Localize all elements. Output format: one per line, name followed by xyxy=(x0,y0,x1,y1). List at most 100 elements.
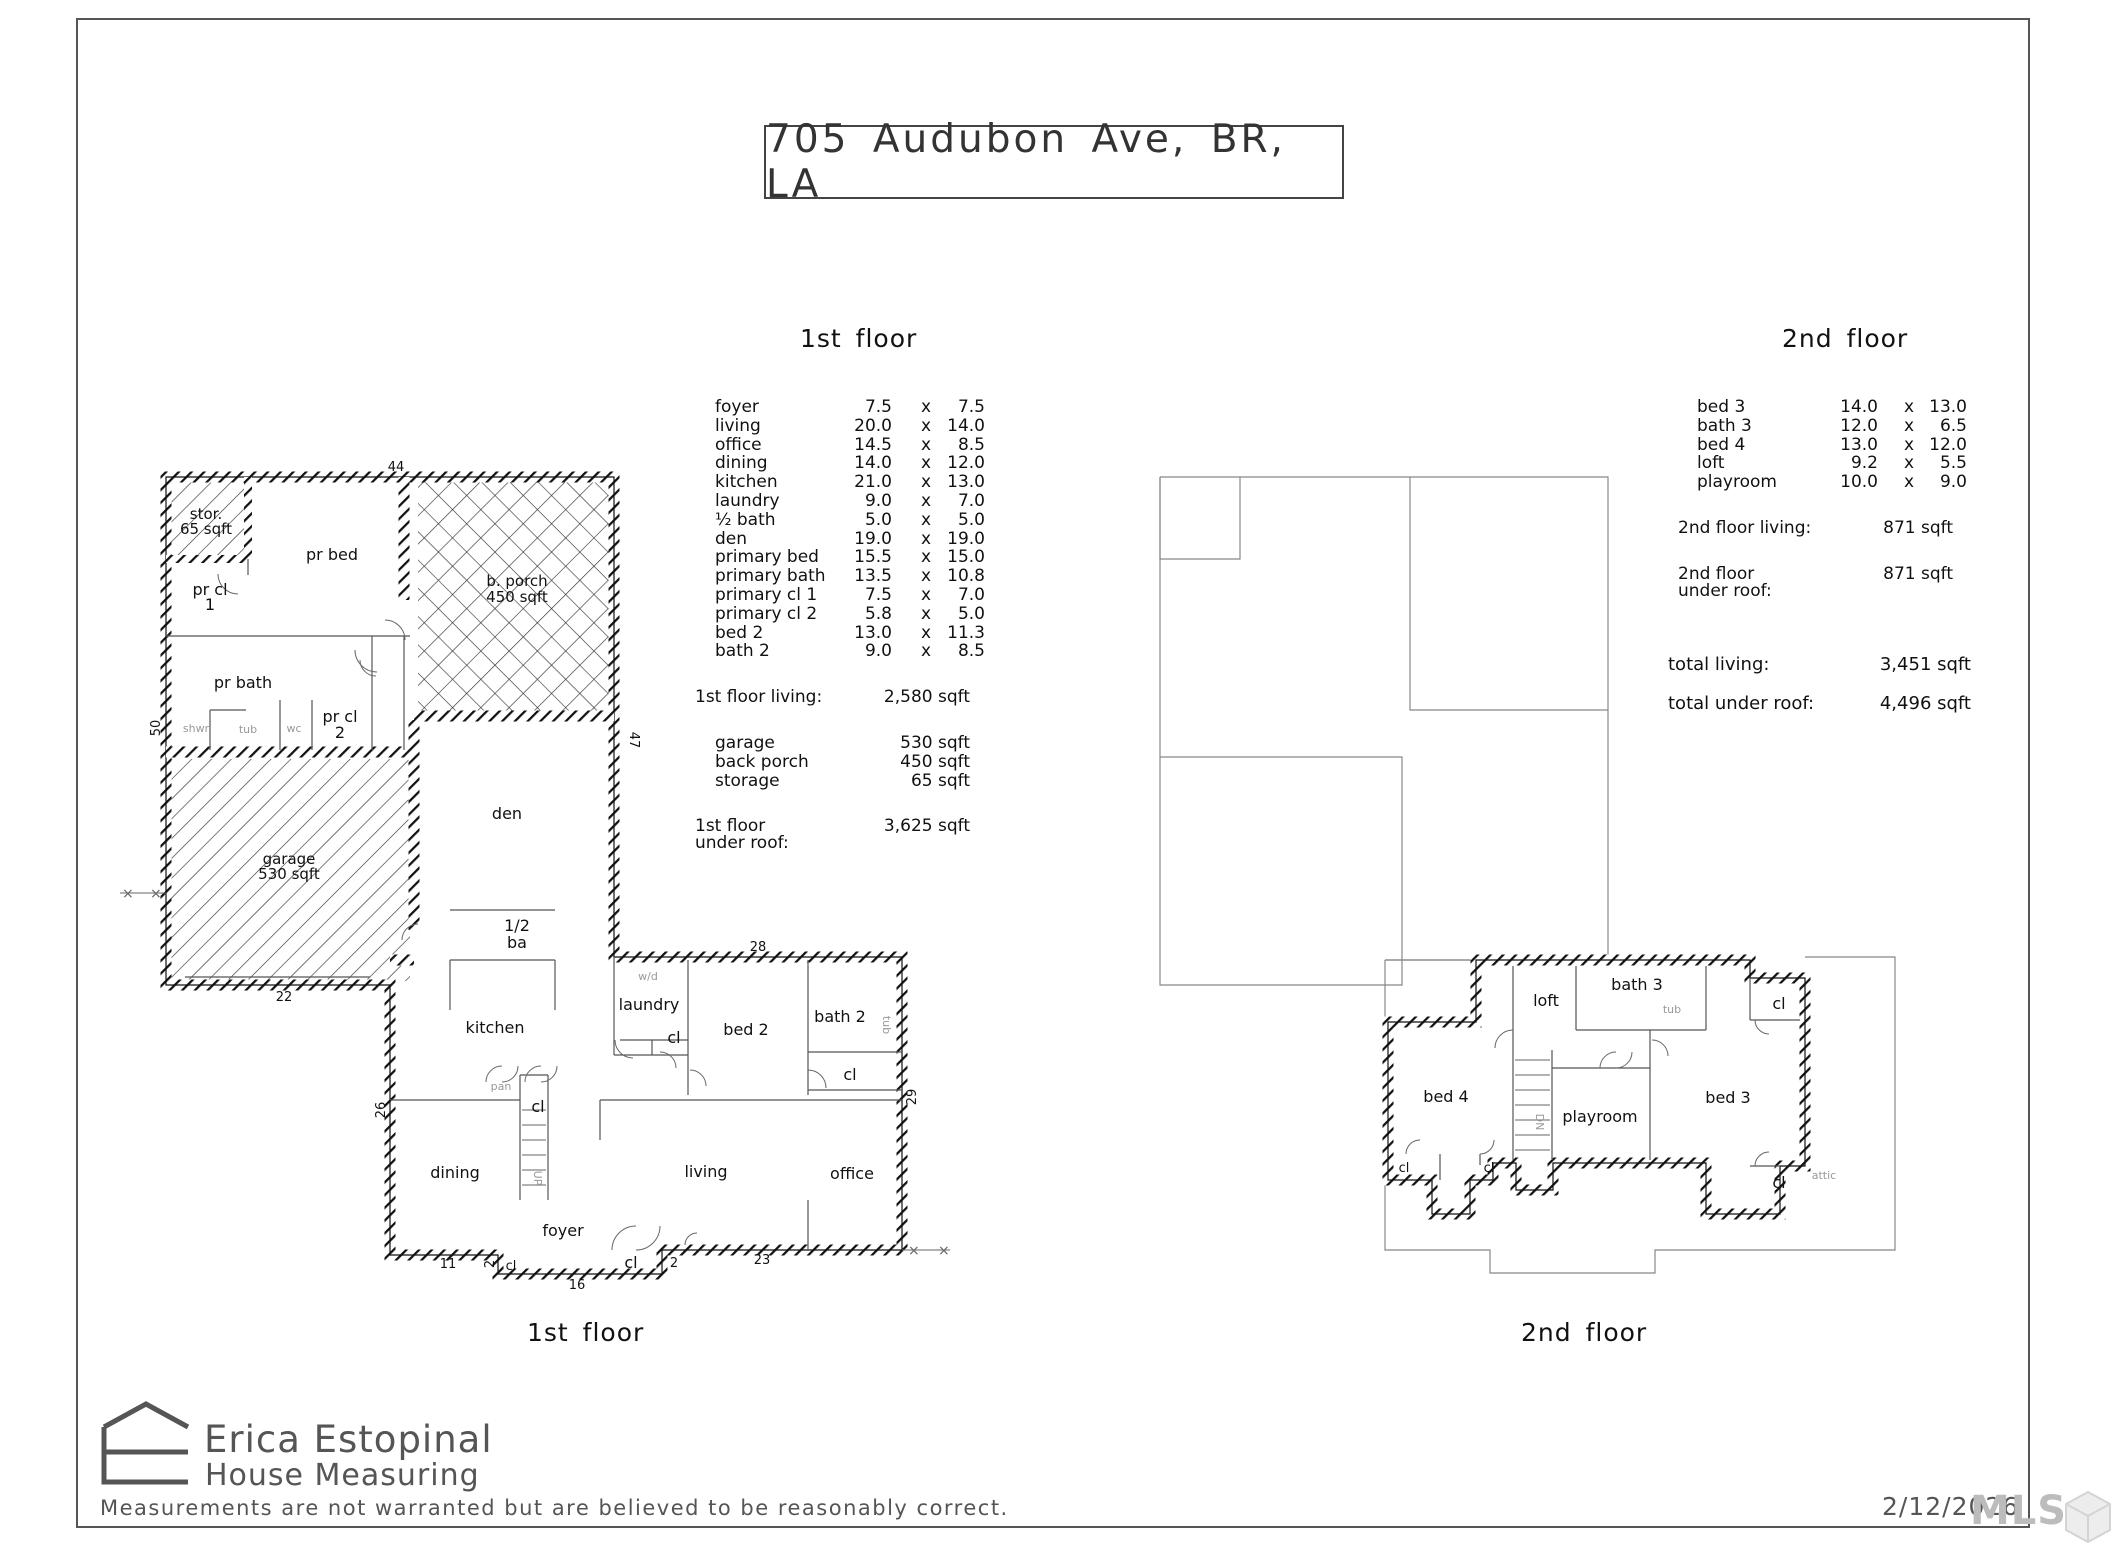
storage-hatch xyxy=(170,481,246,559)
svg-text:×: × xyxy=(908,1243,920,1259)
bath-3-label: bath 3 xyxy=(1611,975,1663,994)
mls-watermark-cube-icon xyxy=(2065,1490,2111,1544)
second-floor-room-length: 6.5 xyxy=(1939,415,1967,436)
total-living-value: 3,451 sqft xyxy=(1879,654,1971,675)
first-floor-room-length: 7.0 xyxy=(957,490,985,511)
first-floor-room-times-sign: x xyxy=(921,641,932,662)
first-floor-living-value: 2,580 sqft xyxy=(883,687,970,707)
second-floor-room-name: playroom xyxy=(1697,472,1777,493)
total-living-summary: total living: 3,451 sqft xyxy=(1668,654,1971,676)
first-floor-room-length: 15.0 xyxy=(947,547,985,568)
first-floor-room-length: 8.5 xyxy=(957,434,985,455)
first-floor-room-width: 20.0 xyxy=(854,415,892,436)
first-floor-room-name: laundry xyxy=(715,490,780,511)
second-floor-room-length: 5.5 xyxy=(1939,453,1967,474)
first-floor-under-roof-label-1: 1st floor xyxy=(695,816,766,836)
first-floor-room-times-sign: x xyxy=(921,509,932,530)
dimension-2-right: 2 xyxy=(670,1256,678,1271)
second-floor-room-width: 9.2 xyxy=(1850,453,1878,474)
bed-4-closet-1-label: cl xyxy=(1399,1161,1410,1176)
svg-text:×: × xyxy=(938,1243,950,1259)
second-floor-room-name: bed 4 xyxy=(1697,434,1746,455)
mls-watermark: MLS xyxy=(1970,1488,2068,1534)
second-floor-room-width: 13.0 xyxy=(1840,434,1878,455)
first-floor-room-name: bath 2 xyxy=(715,641,770,662)
first-floor-room-times-sign: x xyxy=(921,472,932,493)
loft-label: loft xyxy=(1533,991,1559,1010)
first-floor-room-times-sign: x xyxy=(921,584,932,605)
half-bath-label-top: 1/2 xyxy=(504,916,530,935)
first-floor-room-times-sign: x xyxy=(921,453,932,474)
dining-label: dining xyxy=(430,1163,479,1182)
washer-dryer-label: w/d xyxy=(638,970,658,983)
garage-sqft-label: 530 sqft xyxy=(258,865,320,883)
first-floor-plan: × × × × stor. 65 sqft pr bed b. porch 45… xyxy=(120,460,950,1293)
foyer-closet-label: cl xyxy=(624,1253,637,1272)
second-floor-room-times-sign: x xyxy=(1904,472,1915,493)
bed-3-label: bed 3 xyxy=(1705,1088,1750,1107)
first-floor-room-length: 10.8 xyxy=(947,566,985,587)
first-floor-room-name: foyer xyxy=(715,397,759,417)
laundry-closet-label: cl xyxy=(667,1028,680,1047)
second-floor-door-swings xyxy=(1405,1019,1770,1167)
page-border xyxy=(76,18,2030,1528)
first-floor-plan-caption: 1st floor xyxy=(527,1318,645,1347)
second-floor-living-value: 871 sqft xyxy=(1883,518,1953,538)
dimension-44: 44 xyxy=(388,460,405,475)
first-floor-extra-row: back porch 450 sqft xyxy=(715,751,970,772)
first-floor-door-swings xyxy=(217,573,827,1251)
first-floor-extra-value: 530 sqft xyxy=(900,733,970,753)
first-floor-room-width: 7.5 xyxy=(864,397,892,417)
first-floor-room-length: 7.0 xyxy=(957,584,985,605)
first-floor-extra-name: back porch xyxy=(715,751,809,772)
first-floor-room-name: primary cl 2 xyxy=(715,603,818,624)
house-logo-icon xyxy=(101,1401,190,1485)
first-floor-room-length: 5.0 xyxy=(957,509,985,530)
dimension-23: 23 xyxy=(754,1253,771,1268)
first-floor-extra-value: 65 sqft xyxy=(910,770,970,791)
first-floor-room-width: 5.0 xyxy=(864,509,892,530)
garage-hatch xyxy=(170,759,410,981)
first-floor-room-name: living xyxy=(715,415,761,436)
second-floor-room-times-sign: x xyxy=(1904,453,1915,474)
kitchen-closet-label: cl xyxy=(531,1097,544,1116)
dimension-47: 47 xyxy=(626,732,641,749)
first-floor-extra-value: 450 sqft xyxy=(900,751,970,772)
first-floor-room-times-sign: x xyxy=(921,566,932,587)
second-floor-interior-lines xyxy=(1439,966,1800,1180)
back-porch-hatch xyxy=(418,481,614,711)
first-floor-room-width: 14.5 xyxy=(854,434,892,455)
second-floor-stairs xyxy=(1515,1059,1550,1151)
dimension-2-left: 2 xyxy=(483,1260,498,1268)
second-floor-room-times-sign: x xyxy=(1904,415,1915,436)
first-floor-extra-name: storage xyxy=(715,770,780,791)
primary-closet-2-number: 2 xyxy=(335,723,345,742)
first-floor-room-width: 19.0 xyxy=(854,528,892,549)
bath-2-label: bath 2 xyxy=(814,1007,866,1026)
first-floor-room-name: den xyxy=(715,528,748,549)
primary-tub-label: tub xyxy=(239,723,257,736)
first-floor-extra-row: storage 65 sqft xyxy=(715,770,970,791)
brand-name-line-1: Erica Estopinal xyxy=(204,1418,493,1461)
first-floor-heading: 1st floor xyxy=(800,324,918,353)
dimension-22: 22 xyxy=(276,990,293,1005)
first-floor-room-width: 15.5 xyxy=(854,547,892,568)
primary-bed-label: pr bed xyxy=(306,545,358,564)
first-floor-room-name: primary bed xyxy=(715,547,819,568)
